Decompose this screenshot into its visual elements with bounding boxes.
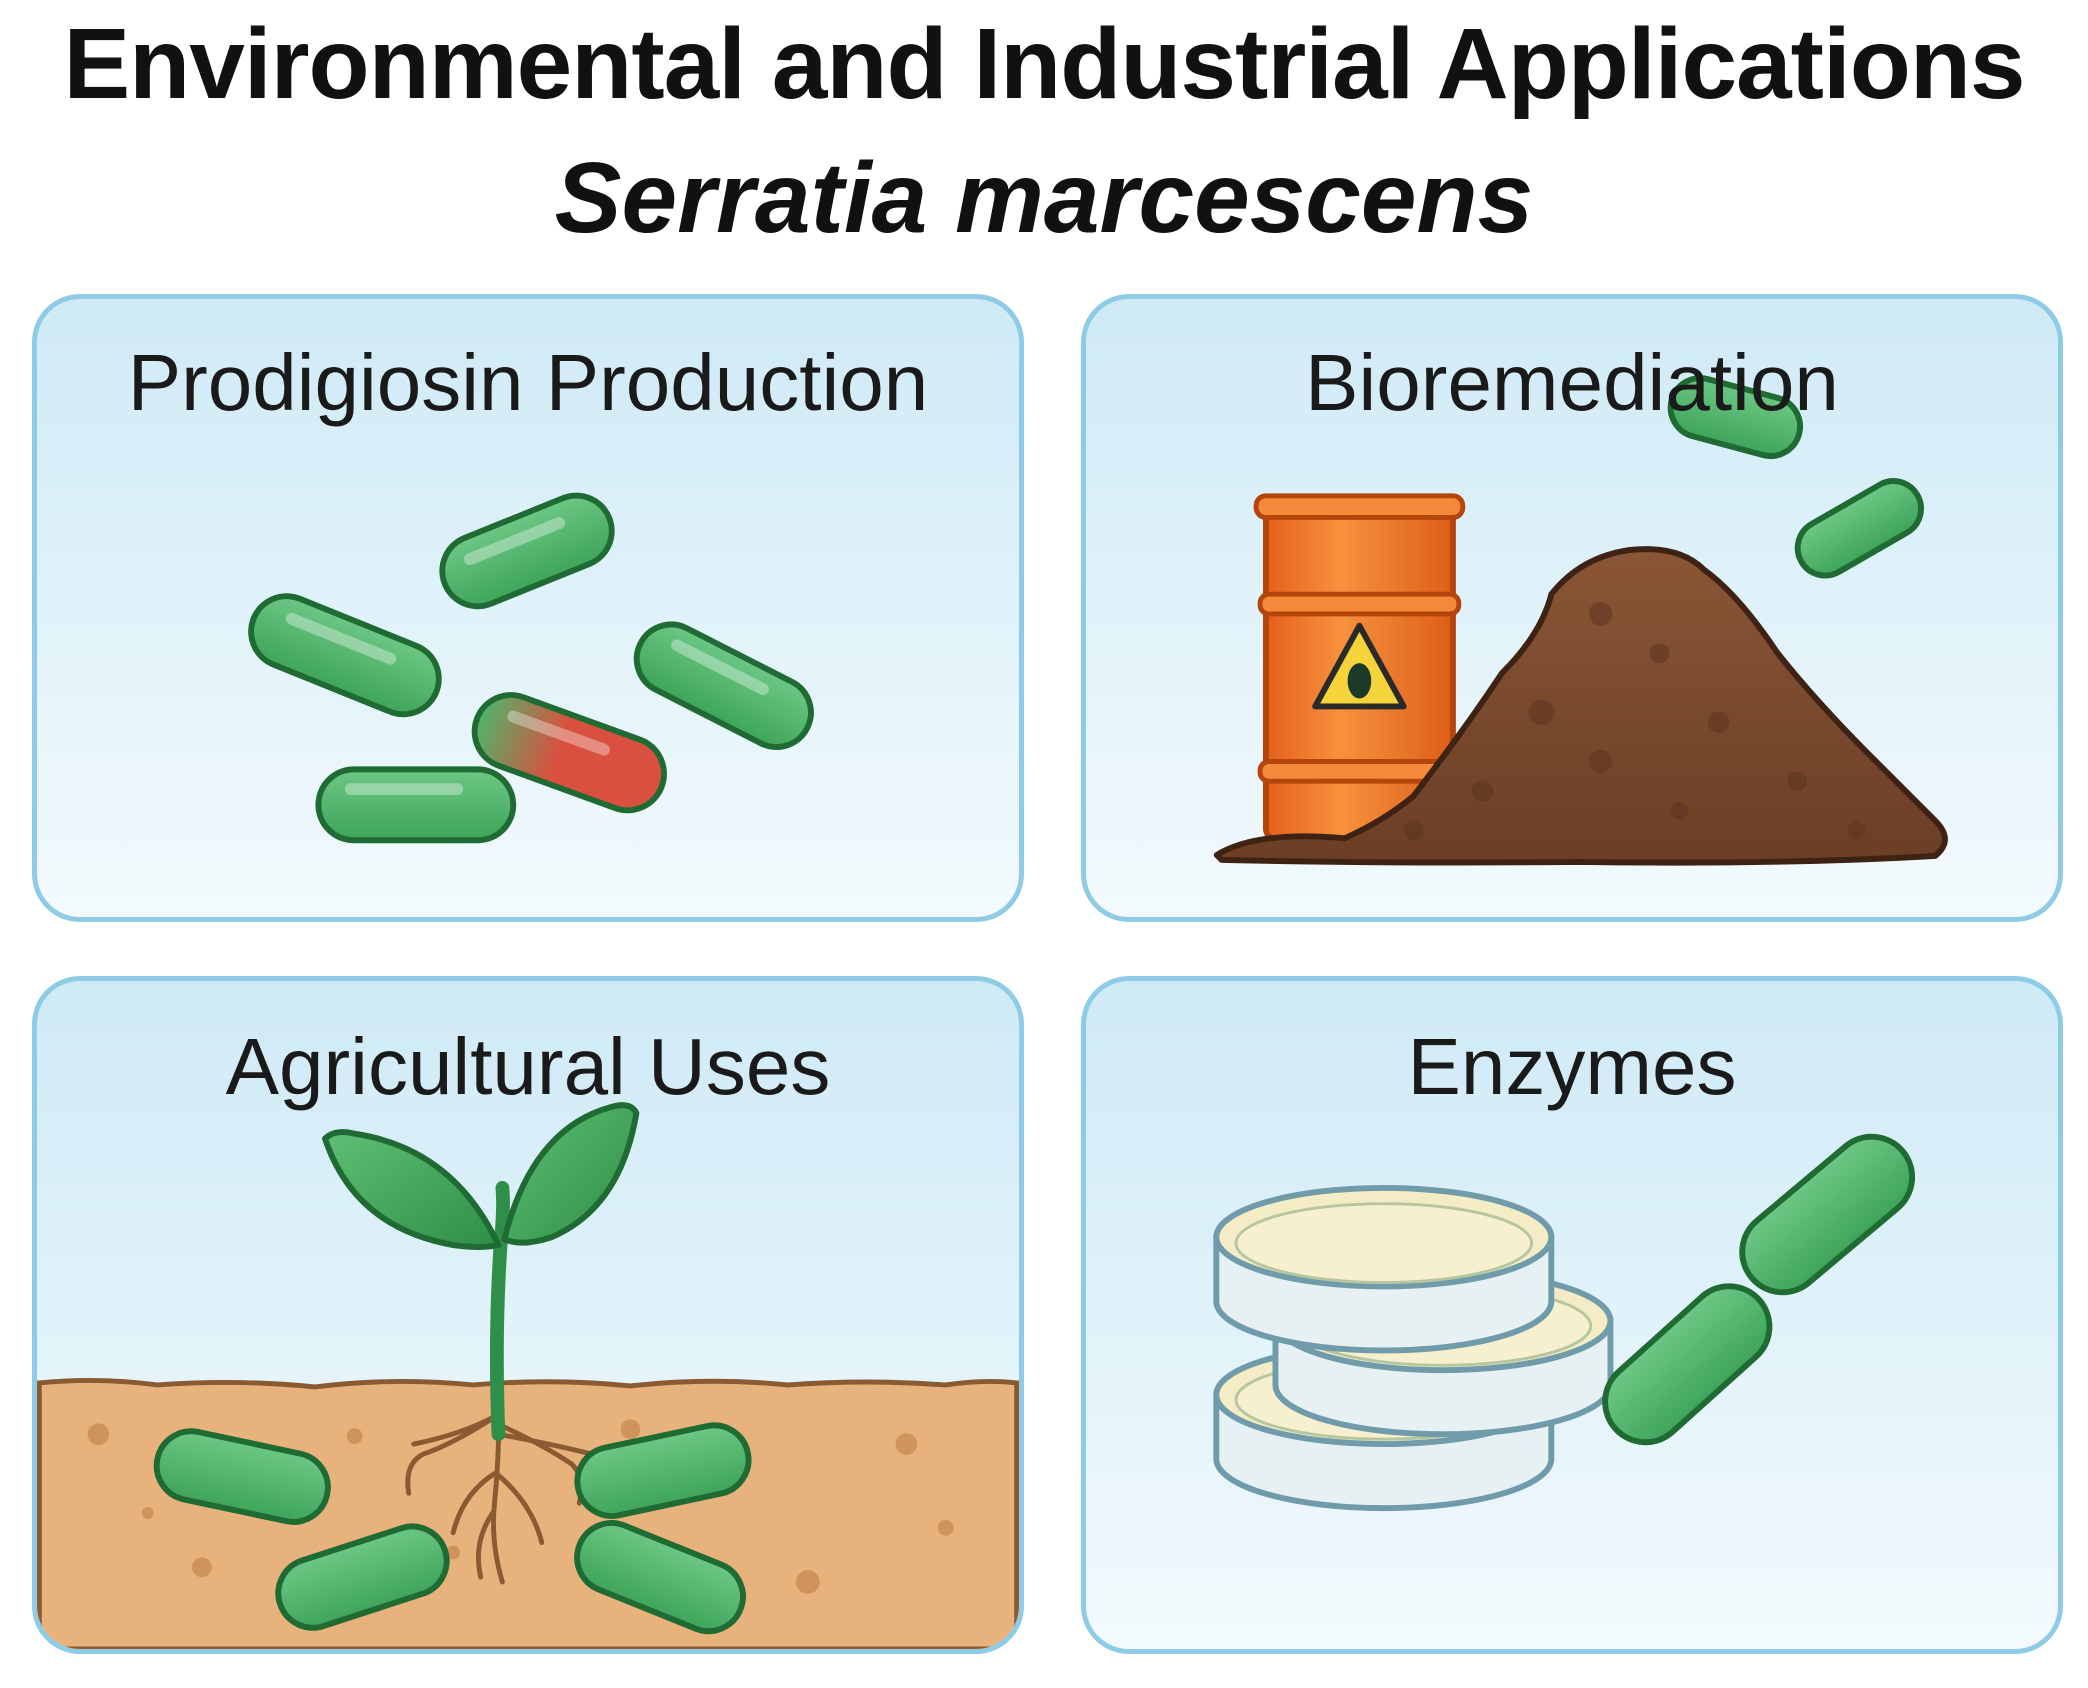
panel-title: Prodigiosin Production: [127, 338, 929, 427]
panel-prodigiosin-production: Prodigiosin Production: [32, 294, 1024, 922]
petri-dish-stack-icon: [1213, 1133, 1916, 1512]
bacterium: [275, 1523, 450, 1631]
bacterium: [1602, 1283, 1773, 1446]
bacterium: [439, 492, 615, 610]
panel-agricultural-uses: Agricultural Uses: [32, 976, 1024, 1654]
panel-bioremediation: Bioremediation: [1081, 294, 2063, 922]
bacterium: [248, 593, 442, 718]
petri-dish: [1213, 1184, 1555, 1354]
panel-title: Bioremediation: [1305, 338, 1839, 427]
chemical-barrel: [1253, 493, 1466, 844]
panel-title: Agricultural Uses: [225, 1022, 831, 1111]
panel-title: Enzymes: [1407, 1022, 1737, 1111]
bacteria-cluster-icon: [248, 492, 814, 844]
soil-ground: [37, 1377, 1019, 1649]
bacterium: [315, 766, 517, 844]
bacterium: [153, 1428, 331, 1525]
bacterium: [574, 1520, 746, 1635]
panel-enzymes: Enzymes: [1081, 976, 2063, 1654]
hazard-barrel-soil-icon: [1213, 375, 1948, 866]
leaf: [501, 1102, 640, 1246]
leaf: [322, 1129, 502, 1250]
page-subtitle: Serratia marcescens: [554, 142, 1534, 254]
seedling-soil-icon: [37, 1102, 1019, 1649]
soil-pile: [1213, 546, 1948, 866]
bacterium: [1794, 478, 1924, 579]
plant-stem: [489, 1181, 510, 1442]
bacterium-prodigiosin: [471, 692, 667, 814]
bacterium: [1667, 375, 1804, 459]
bacterium: [1739, 1133, 1916, 1296]
bacterium: [633, 621, 814, 750]
page-title: Environmental and Industrial Application…: [63, 8, 2025, 120]
bacterium: [574, 1422, 752, 1519]
